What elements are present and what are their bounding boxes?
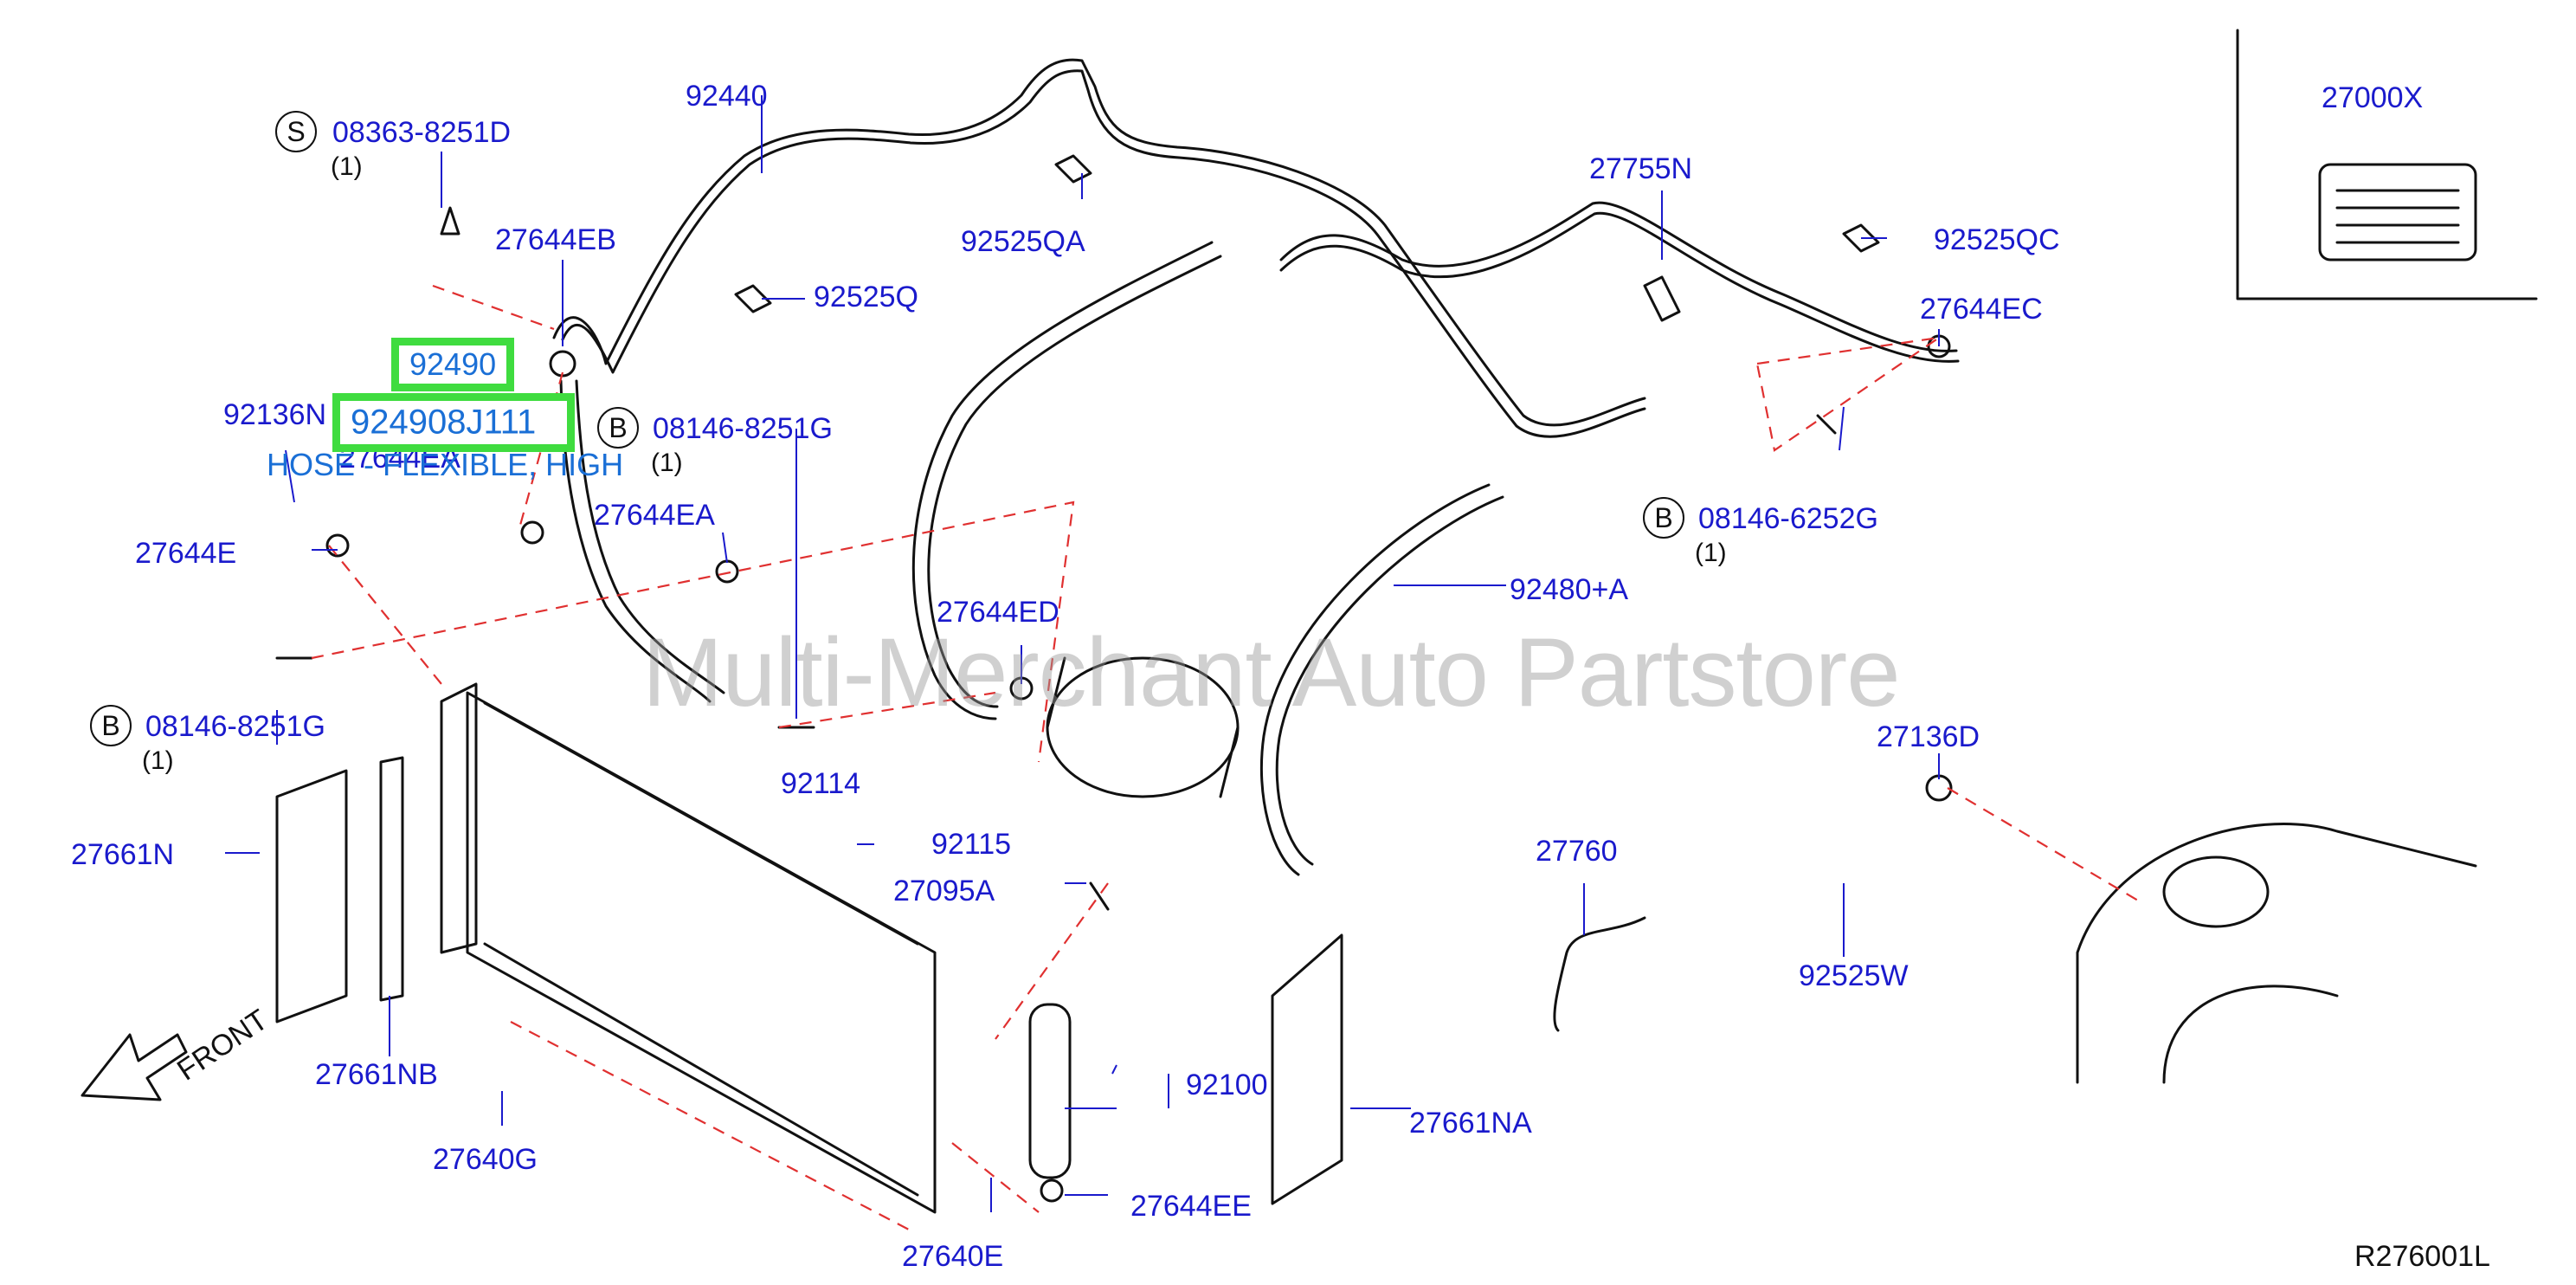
front-arrow — [80, 1033, 188, 1101]
watermark: Multi-Merchant Auto Partstore — [642, 618, 1900, 726]
body-bracket — [2076, 823, 2477, 1084]
callout-92525q[interactable]: 92525Q — [814, 281, 918, 313]
highlight-description: HOSE - FLEXIBLE, HIGH — [267, 447, 624, 482]
callout-27640e[interactable]: 27640E — [902, 1240, 1004, 1273]
callout-27000x[interactable]: 27000X — [2322, 81, 2424, 114]
callout-27661na[interactable]: 27661NA — [1409, 1107, 1532, 1140]
sensor-27760 — [1553, 916, 1646, 1032]
callout-92440[interactable]: 92440 — [686, 80, 768, 113]
qty-08146-8251g-upper: (1) — [651, 449, 683, 477]
callout-92480a[interactable]: 92480+A — [1510, 573, 1629, 606]
callout-08146-6252g[interactable]: 08146-6252G — [1698, 502, 1878, 535]
callout-27644ec[interactable]: 27644EC — [1920, 293, 2043, 326]
symbol-b-3: B — [90, 705, 132, 746]
highlight-ref-box[interactable]: 92490 — [391, 338, 514, 391]
callout-92136n[interactable]: 92136N — [223, 398, 327, 431]
callout-92525w[interactable]: 92525W — [1799, 959, 1909, 992]
highlight-ref: 92490 — [409, 346, 497, 382]
pipe-92440 — [552, 58, 1646, 427]
callout-92525qa[interactable]: 92525QA — [961, 225, 1085, 258]
callout-27760[interactable]: 27760 — [1536, 835, 1618, 868]
highlight-part-number: 924908J111 — [351, 403, 537, 442]
symbol-b-1: B — [597, 407, 639, 449]
callout-27644ee[interactable]: 27644EE — [1130, 1190, 1252, 1223]
callout-27644ed[interactable]: 27644ED — [937, 596, 1059, 629]
callout-92114[interactable]: 92114 — [781, 767, 861, 800]
inset-frame — [2236, 29, 2538, 300]
callout-92525qc[interactable]: 92525QC — [1934, 223, 2060, 256]
callout-27095a[interactable]: 27095A — [893, 875, 995, 907]
callout-27755n[interactable]: 27755N — [1589, 152, 1693, 185]
highlight-part-number-box[interactable]: 924908J111 — [332, 393, 575, 452]
callout-27136d[interactable]: 27136D — [1877, 720, 1980, 753]
callout-27644e[interactable]: 27644E — [135, 537, 237, 570]
pipe-27755n — [1279, 201, 1958, 352]
symbol-b-2: B — [1643, 497, 1684, 539]
callout-08146-8251g-upper[interactable]: 08146-8251G — [653, 412, 833, 445]
callout-92115[interactable]: 92115 — [931, 828, 1012, 861]
callout-27640g[interactable]: 27640G — [433, 1143, 538, 1176]
callout-08146-8251g-lower[interactable]: 08146-8251G — [145, 710, 325, 743]
callout-08363-8251d[interactable]: 08363-8251D — [332, 116, 512, 149]
callout-27661nb[interactable]: 27661NB — [315, 1058, 438, 1091]
air-guide-27661n — [275, 769, 348, 1023]
hose-discharge — [911, 241, 1214, 720]
air-guide-27661nb — [379, 756, 404, 1002]
receiver-drier — [1028, 1003, 1072, 1179]
air-guide-27661na — [1271, 933, 1343, 1205]
qty-08146-6252g: (1) — [1695, 539, 1727, 567]
callout-27661n[interactable]: 27661N — [71, 838, 175, 871]
symbol-s: S — [275, 111, 317, 152]
diagram-code: R276001L — [2354, 1240, 2490, 1273]
callout-92100[interactable]: 92100 — [1186, 1069, 1268, 1101]
hose-92480a — [1259, 483, 1491, 876]
qty-08146-8251g-lower: (1) — [142, 746, 174, 775]
callout-27644eb[interactable]: 27644EB — [495, 223, 616, 256]
qty-08363-8251d: (1) — [331, 152, 363, 181]
callout-27644ea-lower[interactable]: 27644EA — [594, 499, 715, 532]
condenser-core — [466, 691, 937, 1214]
